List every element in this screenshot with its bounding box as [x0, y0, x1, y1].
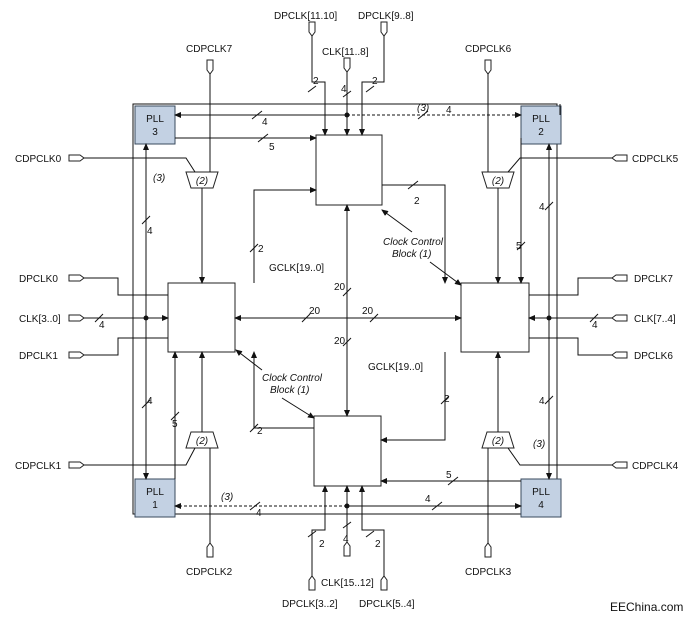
- width-pll1-pll3: 4: [147, 396, 153, 407]
- width-pll1-left: 5: [172, 419, 178, 430]
- width-bottom-clk: 4: [343, 534, 349, 545]
- width-pll2-right: 5: [516, 241, 522, 252]
- note-left: (3): [153, 173, 165, 184]
- pin-label-dpclk-11-10: DPCLK[11.10]: [274, 11, 337, 22]
- width-top-right-out: 2: [414, 196, 420, 207]
- width-pll4-bottom: 4: [425, 494, 431, 505]
- pin-label-dpclk0: DPCLK0: [19, 274, 58, 285]
- pin-label-cdpclk0: CDPCLK0: [15, 154, 62, 165]
- pll-4-name: PLL: [532, 487, 550, 498]
- width-pll2-pll4: 4: [539, 202, 545, 213]
- width-gclk-down: 20: [334, 336, 346, 347]
- width-gclk-right: 20: [362, 306, 374, 317]
- width-bottom-dpclk-left: 2: [319, 539, 325, 550]
- pin-label-cdpclk2: CDPCLK2: [186, 567, 233, 578]
- pin-stubs-top: [206, 21, 492, 75]
- pll-4: PLL 4: [520, 478, 562, 518]
- width-bottom-dpclk-right: 2: [375, 539, 381, 550]
- width-gclk-left: 20: [309, 306, 321, 317]
- width-right-bottom: 2: [444, 394, 450, 405]
- width-pll4-pll2: 4: [539, 396, 545, 407]
- width-left-top: 2: [258, 244, 264, 255]
- width-pll3-block: 5: [269, 142, 275, 153]
- width-gclk-up: 20: [334, 282, 346, 293]
- pin-stubs-left: [68, 154, 85, 469]
- clock-control-block-top: [315, 134, 383, 206]
- notes: (3) (3) (3) (3): [153, 103, 545, 503]
- pin-label-cdpclk3: CDPCLK3: [465, 567, 512, 578]
- mux-bottom-right: (2): [481, 431, 515, 449]
- pll-3: PLL 3: [134, 105, 176, 145]
- pll-3-num: 3: [152, 127, 158, 138]
- pin-label-clk-3-0: CLK[3..0]: [19, 314, 61, 325]
- pll-2: PLL 2: [520, 105, 562, 145]
- clock-control-block-left: [167, 282, 236, 353]
- width-clk-right: 4: [592, 320, 598, 331]
- gclk-label-top: GCLK[19..0]: [269, 263, 324, 274]
- note-right: (3): [533, 439, 545, 450]
- pin-label-clk-11-8: CLK[11..8]: [322, 47, 369, 58]
- pin-label-dpclk6: DPCLK6: [634, 351, 673, 362]
- width-pll2-top: 4: [446, 105, 452, 116]
- gclk-label-bottom: GCLK[19..0]: [368, 362, 423, 373]
- mux-top-left-label: (2): [196, 176, 208, 187]
- width-pll3-pll1: 4: [147, 226, 153, 237]
- pin-stubs-bottom: [206, 541, 492, 591]
- pin-label-dpclk7: DPCLK7: [634, 274, 673, 285]
- width-top-left: 2: [313, 76, 319, 87]
- clock-control-block-right: [460, 282, 530, 353]
- pll-3-name: PLL: [146, 114, 164, 125]
- width-top-clk: 4: [341, 84, 347, 95]
- bus-slashes: [94, 85, 599, 538]
- pll-1: PLL 1: [134, 478, 176, 518]
- mux-top-right: (2): [481, 171, 515, 189]
- ccb-bottom-line1: Clock Control: [262, 373, 323, 384]
- mux-bottom-left: (2): [185, 431, 219, 449]
- watermark: EEChina.com: [610, 600, 683, 614]
- pll-2-num: 2: [538, 127, 544, 138]
- pin-label-cdpclk5: CDPCLK5: [632, 154, 679, 165]
- pin-label-cdpclk7: CDPCLK7: [186, 44, 233, 55]
- pin-label-cdpclk4: CDPCLK4: [632, 461, 679, 472]
- pll-1-num: 1: [152, 500, 158, 511]
- pin-stubs-right: [611, 154, 628, 469]
- clock-control-block-bottom: [313, 415, 382, 487]
- note-top: (3): [417, 103, 429, 114]
- pin-label-clk-7-4: CLK[7..4]: [634, 314, 676, 325]
- pll-4-num: 4: [538, 500, 544, 511]
- width-pll4-block: 5: [446, 470, 452, 481]
- ccb-top-line2: Block (1): [392, 249, 431, 260]
- width-pll3-top: 4: [262, 117, 268, 128]
- pin-label-cdpclk1: CDPCLK1: [15, 461, 62, 472]
- mux-bottom-right-label: (2): [492, 436, 504, 447]
- note-bottom: (3): [221, 492, 233, 503]
- pin-label-dpclk-3-2: DPCLK[3..2]: [282, 599, 338, 610]
- wires: [84, 36, 612, 576]
- pll-1-name: PLL: [146, 487, 164, 498]
- width-clk-left: 4: [99, 320, 105, 331]
- pin-label-clk-15-12: CLK[15..12]: [321, 578, 374, 589]
- width-top-right: 2: [372, 76, 378, 87]
- block-labels: Clock Control Block (1) Clock Control Bl…: [262, 237, 444, 396]
- mux-top-right-label: (2): [492, 176, 504, 187]
- ccb-top-line1: Clock Control: [383, 237, 444, 248]
- bus-width-labels: 2 4 2 4 4 5 2 2 4 4 5 4 4 20 20 20 20 4 …: [99, 76, 598, 550]
- width-pll1-bottom: 4: [256, 508, 262, 519]
- pin-label-dpclk1: DPCLK1: [19, 351, 58, 362]
- mux-bottom-left-label: (2): [196, 436, 208, 447]
- ccb-bottom-line2: Block (1): [270, 385, 309, 396]
- pin-labels: DPCLK[11.10] DPCLK[9..8] CLK[11..8] CDPC…: [15, 11, 679, 610]
- pin-label-dpclk-9-8: DPCLK[9..8]: [358, 11, 414, 22]
- pin-label-cdpclk6: CDPCLK6: [465, 44, 512, 55]
- chip-outline: [132, 103, 558, 515]
- pll-2-name: PLL: [532, 114, 550, 125]
- mux-top-left: (2): [185, 171, 219, 189]
- width-bottom-left: 2: [257, 426, 263, 437]
- pin-label-dpclk-5-4: DPCLK[5..4]: [359, 599, 415, 610]
